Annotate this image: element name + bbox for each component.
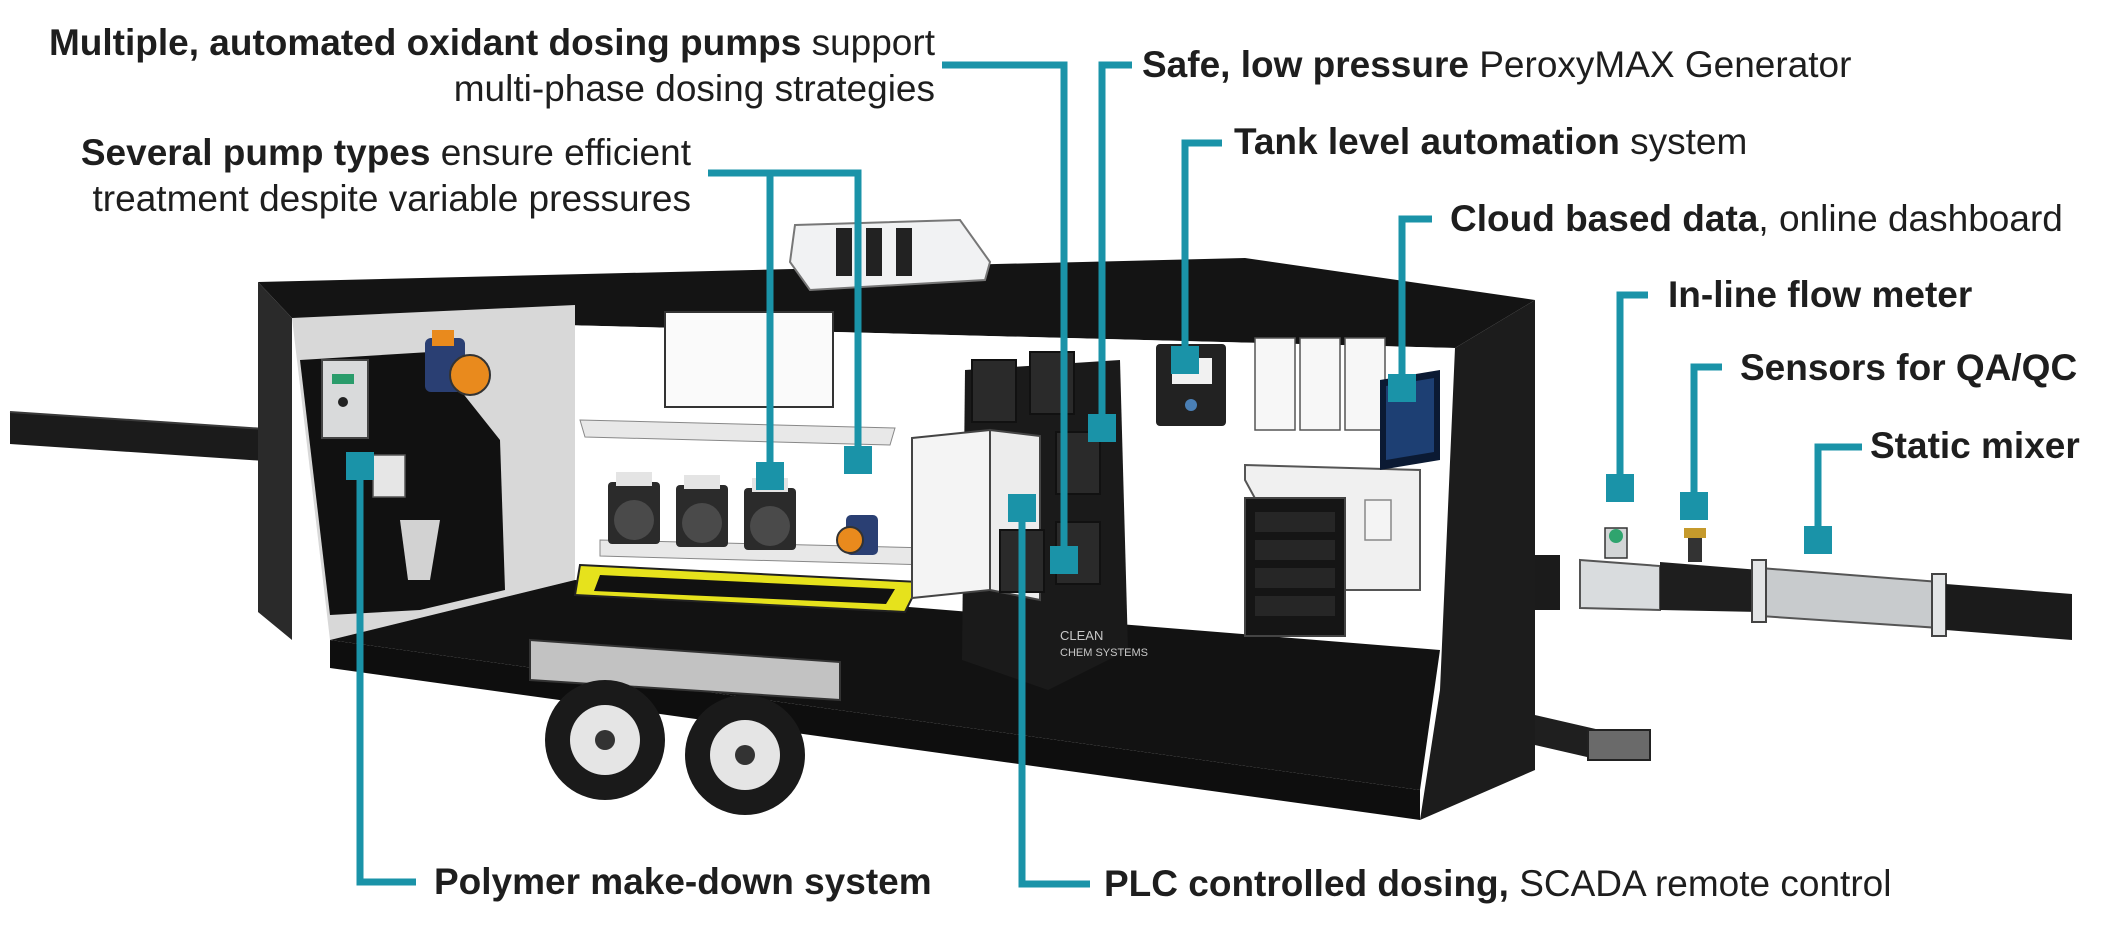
label-peroxymax: Safe, low pressure PeroxyMAX Generator: [1142, 42, 1851, 88]
callout-leaders: [346, 61, 1862, 888]
label-polymer-makedown: Polymer make-down system: [434, 859, 932, 905]
leader-peroxymax: [1098, 61, 1132, 430]
label-tank-level: Tank level automation system: [1234, 119, 1747, 165]
label-pump-types-bold: Several pump types: [80, 132, 431, 173]
label-tank-level-bold: Tank level automation: [1234, 121, 1620, 162]
label-oxidant-rest: support: [801, 22, 935, 63]
leader-tank-level: [1181, 139, 1222, 358]
cabinet-logo-line2: CHEM SYSTEMS: [1060, 647, 1148, 659]
leader-plc: [1018, 506, 1090, 888]
label-pump-types-line2: treatment despite variable pressures: [92, 178, 691, 219]
marker-oxidant: [1050, 546, 1078, 574]
marker-sensors: [1680, 492, 1708, 520]
inlet-hose: [9, 411, 281, 462]
marker-pump-types-a: [756, 462, 784, 490]
marker-plc: [1008, 494, 1036, 522]
polymer-makedown-unit: [300, 352, 505, 615]
label-cloud-rest: , online dashboard: [1758, 198, 2063, 239]
label-plc-dosing: PLC controlled dosing, SCADA remote cont…: [1104, 861, 1891, 907]
label-polymer-bold: Polymer make-down system: [434, 861, 932, 902]
marker-peroxymax: [1088, 414, 1116, 442]
leader-sensors: [1690, 363, 1722, 506]
peristaltic-pump-icon: [608, 472, 660, 544]
label-oxidant-bold: Multiple, automated oxidant dosing pumps: [48, 22, 802, 63]
label-cloud-bold: Cloud based data: [1450, 198, 1759, 239]
label-sensors-bold: Sensors for QA/QC: [1740, 347, 2078, 388]
leader-mixer: [1814, 443, 1862, 540]
label-plc-bold: PLC controlled dosing,: [1104, 863, 1509, 904]
marker-pump-types-b: [844, 446, 872, 474]
metering-pump-icon: [836, 515, 878, 555]
outlet-piping: [1500, 555, 2072, 640]
leader-flow-meter: [1616, 291, 1648, 488]
leader-cloud: [1398, 215, 1432, 390]
label-mixer-bold: Static mixer: [1870, 425, 2080, 466]
label-cloud-data: Cloud based data, online dashboard: [1450, 196, 2063, 242]
marker-polymer: [346, 452, 374, 480]
workbench: [1244, 463, 1421, 637]
trailer-wheels: [529, 638, 841, 815]
peristaltic-pump-icon: [676, 475, 728, 547]
label-oxidant-line2: multi-phase dosing strategies: [453, 68, 935, 109]
leader-pump-types-a: [708, 169, 862, 460]
leader-oxidant: [942, 61, 1068, 570]
label-plc-rest: SCADA remote control: [1508, 863, 1892, 904]
marker-tank-level: [1171, 346, 1199, 374]
label-static-mixer: Static mixer: [1870, 423, 2080, 469]
label-peroxymax-rest: PeroxyMAX Generator: [1468, 44, 1852, 85]
trailer-wheel-icon: [685, 695, 805, 815]
label-peroxymax-bold: Safe, low pressure: [1142, 44, 1469, 85]
label-pump-types-rest: ensure efficient: [430, 132, 691, 173]
label-flow-meter: In-line flow meter: [1668, 272, 1972, 318]
label-tank-level-rest: system: [1619, 121, 1748, 162]
leader-polymer: [356, 462, 416, 886]
label-sensors: Sensors for QA/QC: [1740, 345, 2077, 391]
metering-pump-icon: [425, 330, 491, 396]
marker-flow-meter: [1606, 474, 1634, 502]
inline-instruments: [1604, 527, 1706, 562]
rooftop-ac-unit-icon: [788, 218, 992, 292]
marker-cloud: [1388, 374, 1416, 402]
trailer-wheel-icon: [545, 680, 665, 800]
marker-mixer: [1804, 526, 1832, 554]
label-flow-meter-bold: In-line flow meter: [1668, 274, 1973, 315]
label-oxidant-pumps: Multiple, automated oxidant dosing pumps…: [49, 20, 935, 112]
label-pump-types: Several pump types ensure efficient trea…: [81, 130, 691, 222]
cabinet-logo-line1: CLEAN: [1060, 628, 1103, 643]
